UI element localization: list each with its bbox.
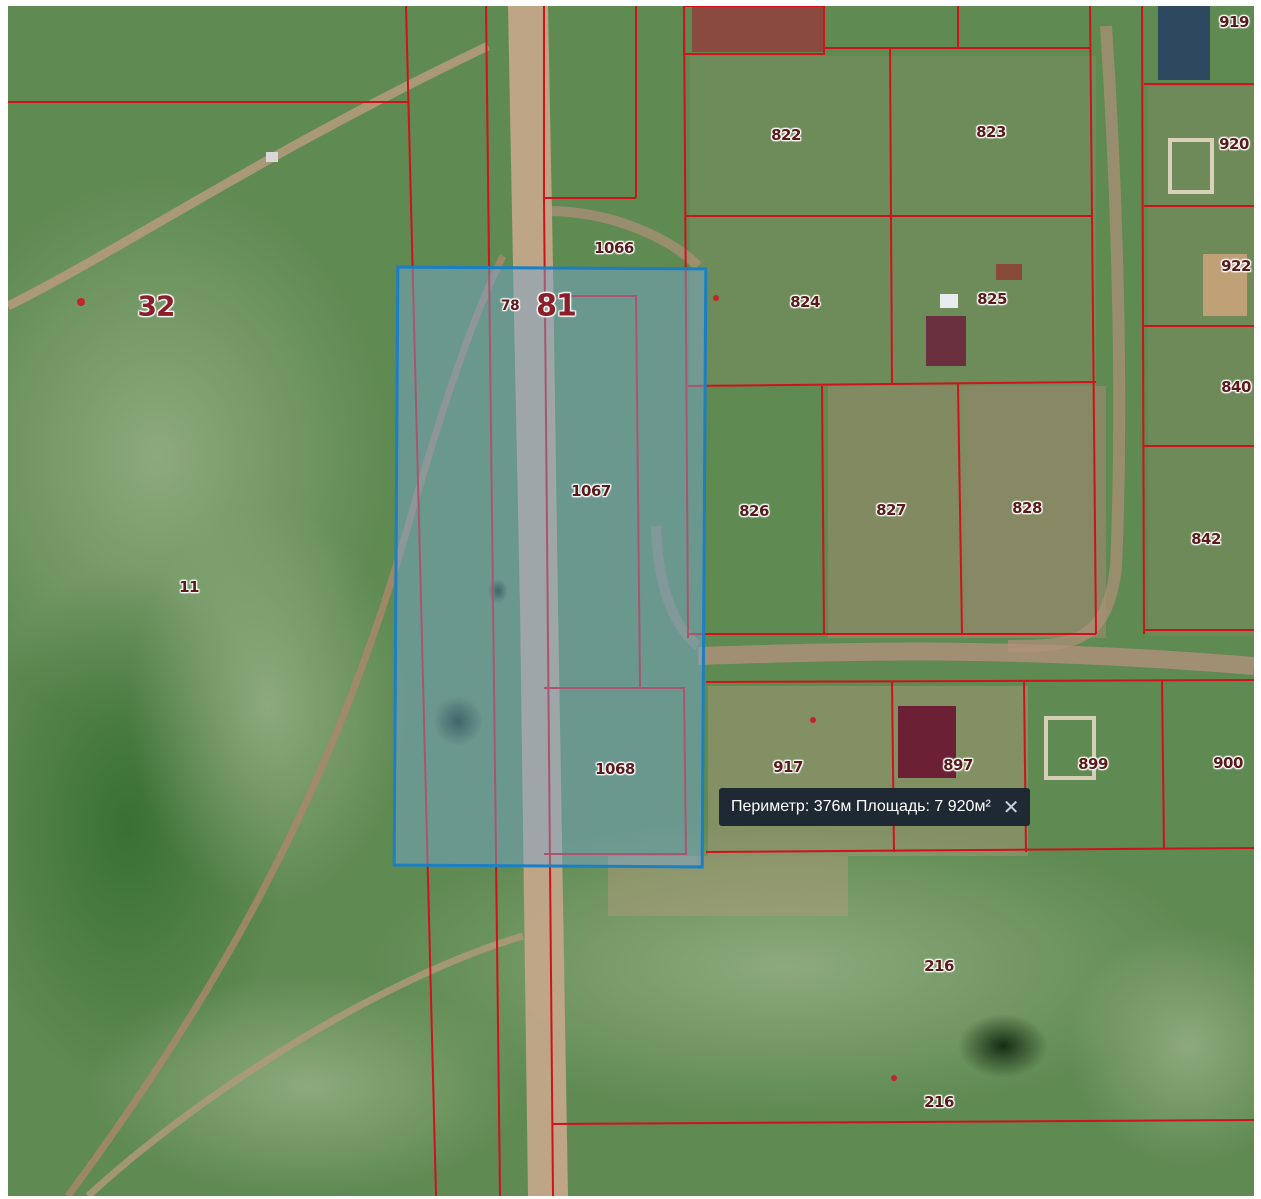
point-marker bbox=[810, 717, 816, 723]
quarter-label: 81 bbox=[536, 288, 577, 324]
parcel-label[interactable]: 917 bbox=[773, 758, 803, 776]
point-marker bbox=[891, 1075, 897, 1081]
parcel-label[interactable]: 899 bbox=[1078, 755, 1108, 773]
parcel-label[interactable]: 11 bbox=[179, 578, 199, 596]
quarter-label: 32 bbox=[137, 289, 176, 323]
building bbox=[692, 6, 824, 52]
building bbox=[898, 706, 956, 778]
parcel-label[interactable]: 840 bbox=[1221, 378, 1251, 396]
map-view[interactable]: 81 32 78 1066 1067 1068 822 823 824 825 … bbox=[8, 6, 1254, 1196]
parcel-label[interactable]: 1067 bbox=[571, 482, 611, 500]
parcel-label[interactable]: 827 bbox=[876, 501, 906, 519]
parcel-label[interactable]: 826 bbox=[739, 502, 769, 520]
parcel-label[interactable]: 897 bbox=[943, 756, 973, 774]
parcel-label[interactable]: 216 bbox=[924, 957, 954, 975]
parcel-label[interactable]: 78 bbox=[500, 298, 520, 314]
parcel-label[interactable]: 842 bbox=[1191, 530, 1221, 548]
parcel-label[interactable]: 822 bbox=[771, 126, 801, 144]
close-icon[interactable]: ✕ bbox=[1002, 795, 1020, 819]
parcel-label[interactable]: 920 bbox=[1219, 135, 1249, 153]
building bbox=[926, 316, 966, 366]
parcel-label[interactable]: 922 bbox=[1221, 257, 1251, 275]
satellite-map-canvas bbox=[8, 6, 1254, 1196]
point-marker bbox=[713, 295, 719, 301]
parcel-label[interactable]: 828 bbox=[1012, 499, 1042, 517]
measured-area-polygon[interactable] bbox=[392, 265, 708, 869]
parcel-label[interactable]: 824 bbox=[790, 293, 820, 311]
parcel-label[interactable]: 823 bbox=[976, 123, 1006, 141]
parcel-label[interactable]: 1066 bbox=[594, 239, 634, 257]
parcel-label[interactable]: 900 bbox=[1213, 754, 1243, 772]
parcel-label[interactable]: 919 bbox=[1219, 13, 1249, 31]
measure-tooltip-text: Периметр: 376м Площадь: 7 920м² bbox=[731, 798, 991, 815]
parcel-label[interactable]: 1068 bbox=[595, 760, 635, 778]
measure-tooltip: Периметр: 376м Площадь: 7 920м² ✕ bbox=[719, 788, 1030, 826]
parcel-boundaries bbox=[8, 6, 1254, 1196]
main-road bbox=[508, 6, 568, 1196]
parcel-label[interactable]: 825 bbox=[977, 290, 1007, 308]
point-marker bbox=[77, 298, 85, 306]
building bbox=[1158, 6, 1210, 80]
parcel-label[interactable]: 216 bbox=[924, 1093, 954, 1111]
